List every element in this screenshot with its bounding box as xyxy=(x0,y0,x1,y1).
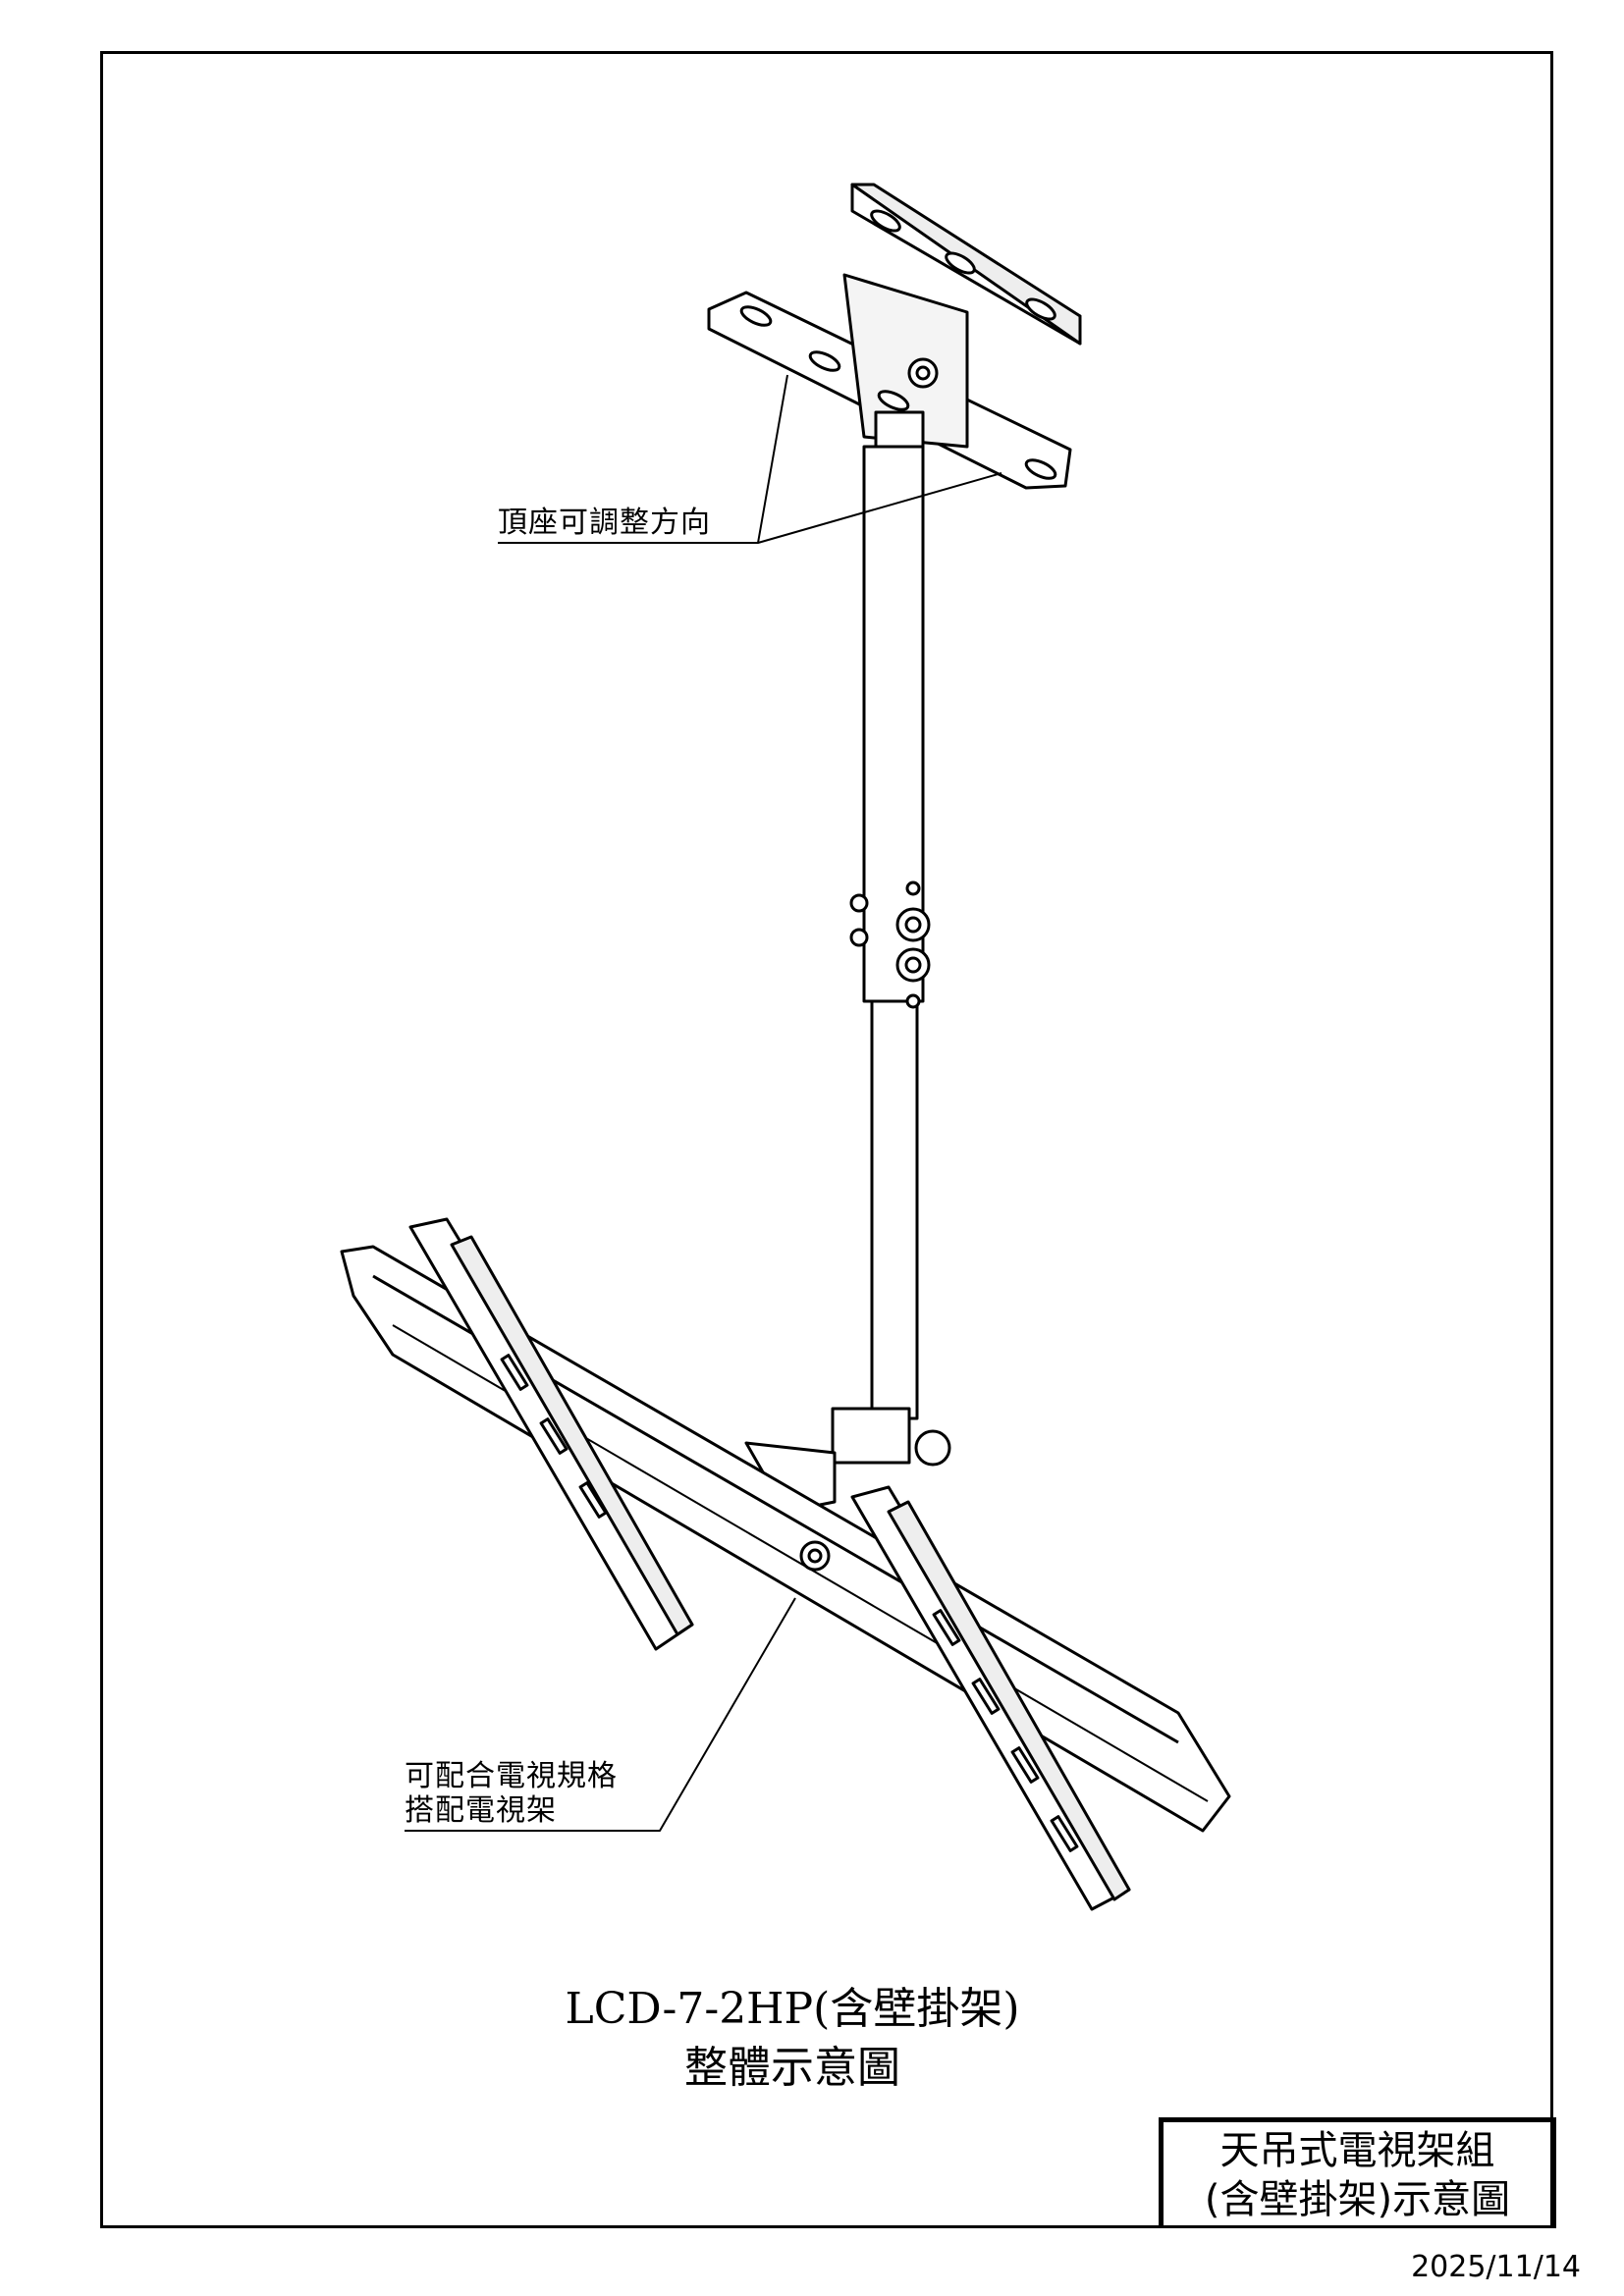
callout-tv-spec-line1: 可配合電視規格 xyxy=(405,1759,618,1793)
drawing-subtitle: 整體示意圖 xyxy=(684,2043,900,2093)
drawing-model-title: LCD-7-2HP(含壁掛架) xyxy=(565,1984,1020,2034)
ceiling-plate xyxy=(707,183,1082,490)
title-block-line1: 天吊式電視架組 xyxy=(1219,2128,1495,2173)
left-tv-arm xyxy=(408,1217,694,1651)
callout-tv-spec-line2: 搭配電視架 xyxy=(405,1793,557,1828)
leader-lines xyxy=(405,374,1002,1832)
right-tv-arm xyxy=(850,1485,1131,1911)
title-block-line2: (含壁掛架)示意圖 xyxy=(1204,2177,1511,2222)
callout-top-seat-adjustable: 頂座可調整方向 xyxy=(498,506,711,540)
tilt-bracket xyxy=(744,1407,951,1514)
telescopic-pole xyxy=(849,445,931,1420)
drawing-date: 2025/11/14 xyxy=(1411,2250,1581,2284)
drawing-border xyxy=(100,51,1553,2228)
title-block: 天吊式電視架組 (含壁掛架)示意圖 xyxy=(1159,2117,1556,2228)
